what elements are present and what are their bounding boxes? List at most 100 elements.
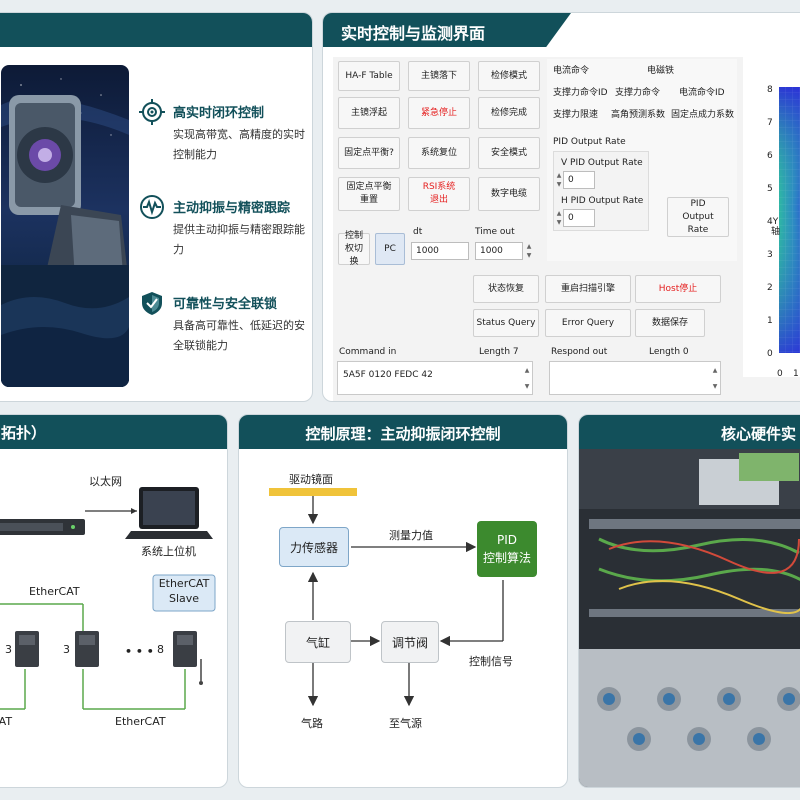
feature-desc: 提供主动抑振与精密跟踪能力 <box>173 223 305 256</box>
timeout-label: Time out <box>475 227 515 237</box>
drive-module-icon <box>15 631 39 667</box>
heatmap-y-tick: 6 <box>767 151 773 161</box>
support-limit-label: 支撑力限速 <box>553 110 599 120</box>
error-query-button[interactable]: Error Query <box>545 309 631 337</box>
ethercat-label-bottom-left: CAT <box>0 715 13 728</box>
respond-out-label: Respond out <box>551 347 608 357</box>
features-panel: 高实时闭环控制 实现高带宽、高精度的实时控制能力 主动抑振与精密跟踪 提供主动抑… <box>0 12 313 402</box>
heatmap-y-tick: 2 <box>767 283 773 293</box>
control-panel-title: 实时控制与监测界面 <box>323 13 571 47</box>
control-panel: 实时控制与监测界面 HA-F Table 主镜落下 检修模式 主镜浮起 紧急停止… <box>322 12 800 402</box>
circular-connector-icon <box>597 687 800 751</box>
mirror-down-button[interactable]: 主镜落下 <box>408 61 470 91</box>
service-mode-button[interactable]: 检修模式 <box>478 61 540 91</box>
pulse-wave-icon <box>140 195 164 219</box>
network-switch-icon <box>0 519 85 535</box>
cylinder-box: 气缸 <box>285 621 351 663</box>
timeout-input[interactable]: 1000 <box>475 242 523 260</box>
command-in-label: Command in <box>339 347 397 357</box>
control-signal-label: 控制信号 <box>469 655 513 668</box>
length-in-label: Length 7 <box>479 347 519 357</box>
topology-diagram <box>0 487 216 710</box>
v-pid-input[interactable]: 0 <box>563 171 595 189</box>
hardware-title: 核心硬件实 <box>579 415 800 449</box>
valve-box: 调节阀 <box>381 621 439 663</box>
node-ellipsis: • • • <box>125 645 154 658</box>
v-pid-label: V PID Output Rate <box>561 158 643 168</box>
v-pid-spin-arrows[interactable]: ▲▼ <box>556 172 562 188</box>
heatmap-y-tick: 7 <box>767 118 773 128</box>
h-pid-spin-arrows[interactable]: ▲▼ <box>556 210 562 226</box>
ethernet-label: 以太网 <box>89 475 122 488</box>
support-cmd-label: 支撑力命令 <box>615 88 661 98</box>
heatmap-y-axis-label: Y 轴 <box>771 217 781 237</box>
control-switch-button[interactable]: 控制权切换 <box>338 231 370 267</box>
feature-title: 高实时闭环控制 <box>173 106 265 121</box>
node-number-label: 8 <box>157 643 164 656</box>
service-done-button[interactable]: 检修完成 <box>478 97 540 129</box>
target-icon <box>139 99 165 125</box>
topology-title: 拓扑） <box>0 415 227 449</box>
mirror-float-button[interactable]: 主镜浮起 <box>338 97 400 129</box>
command-input[interactable]: 5A5F 0120 FEDC 42 <box>337 361 533 395</box>
fixed-point-balance-button[interactable]: 固定点平衡? <box>338 137 400 169</box>
fixed-point-reset-button[interactable]: 固定点平衡重置 <box>338 177 400 211</box>
dt-input[interactable]: 1000 <box>411 242 469 260</box>
ethernet-arrow <box>131 508 137 514</box>
haf-table-button[interactable]: HA-F Table <box>338 61 400 91</box>
pc-button[interactable]: PC <box>375 233 405 265</box>
hardware-panel: 核心硬件实 <box>578 414 800 788</box>
node-number-label: 3 <box>5 643 12 656</box>
emergency-stop-button[interactable]: 紧急停止 <box>408 97 470 129</box>
timeout-spin-arrows[interactable]: ▲▼ <box>526 243 532 259</box>
heatmap-y-tick: 8 <box>767 85 773 95</box>
host-pc-label: 系统上位机 <box>141 545 196 558</box>
node-number-label: 3 <box>63 643 70 656</box>
state-restore-button[interactable]: 状态恢复 <box>473 275 539 303</box>
rsi-exit-button[interactable]: RSI系统退出 <box>408 177 470 211</box>
dt-label: dt <box>413 227 423 237</box>
heatmap-area <box>743 57 800 377</box>
heatmap-x-tick: 1 <box>793 369 799 379</box>
ethercat-label-bottom: EtherCAT <box>115 715 166 728</box>
ethercat-slave-label: EtherCAT Slave <box>158 577 210 605</box>
control-ui-window: HA-F Table 主镜落下 检修模式 主镜浮起 紧急停止 检修完成 固定点平… <box>333 57 800 401</box>
topology-panel: 拓扑） <box>0 414 228 788</box>
h-pid-input[interactable]: 0 <box>563 209 595 227</box>
status-query-button[interactable]: Status Query <box>473 309 539 337</box>
host-stop-button[interactable]: Host停止 <box>635 275 721 303</box>
telescope-image <box>1 65 129 387</box>
pid-algorithm-box: PID 控制算法 <box>477 521 537 577</box>
feature-title: 可靠性与安全联锁 <box>173 297 278 312</box>
length-out-label: Length 0 <box>649 347 689 357</box>
data-save-button[interactable]: 数据保存 <box>635 309 705 337</box>
heatmap-y-tick: 4 <box>767 217 773 227</box>
heatmap-svg <box>779 87 800 353</box>
respond-scroll-arrows[interactable]: ▲▼ <box>712 367 718 390</box>
high-angle-coef-label: 高角预测系数 <box>611 110 666 120</box>
support-cmd-id-label: 支撑力命令ID <box>553 88 608 98</box>
pid-output-rate-label: PID Output Rate <box>553 137 626 147</box>
digital-cable-button[interactable]: 数字电缆 <box>478 177 540 211</box>
command-scroll-arrows[interactable]: ▲▼ <box>524 367 530 390</box>
pid-principle-title: 控制原理：主动抑振闭环控制 <box>239 415 567 449</box>
system-reset-button[interactable]: 系统复位 <box>408 137 470 169</box>
force-sensor-box: 力传感器 <box>279 527 349 567</box>
air-path-label: 气路 <box>301 717 323 730</box>
measured-force-label: 测量力值 <box>389 529 433 542</box>
feature-desc: 具备高可靠性、低延迟的安全联锁能力 <box>173 319 305 352</box>
heatmap-y-tick: 1 <box>767 316 773 326</box>
sensor-probe-icon <box>199 659 203 685</box>
heatmap-y-tick: 0 <box>767 349 773 359</box>
restart-scan-button[interactable]: 重启扫描引擎 <box>545 275 631 303</box>
pid-output-rate-button[interactable]: PID Output Rate <box>667 197 729 237</box>
feature-title: 主动抑振与精密跟踪 <box>173 201 291 216</box>
ethercat-slave-box <box>152 574 216 612</box>
current-cmd-label: 电流命令 <box>553 66 590 76</box>
to-air-source-label: 至气源 <box>389 717 422 730</box>
heatmap-y-tick: 5 <box>767 184 773 194</box>
feature-desc: 实现高带宽、高精度的实时控制能力 <box>173 128 305 161</box>
safe-mode-button[interactable]: 安全模式 <box>478 137 540 169</box>
pid-principle-panel: 控制原理：主动抑振闭环控制 驱动镜面 力传感器 测量力值 PID 控制算法 气缸… <box>238 414 568 788</box>
fixed-point-coef-label: 固定点成力系数 <box>671 110 735 120</box>
